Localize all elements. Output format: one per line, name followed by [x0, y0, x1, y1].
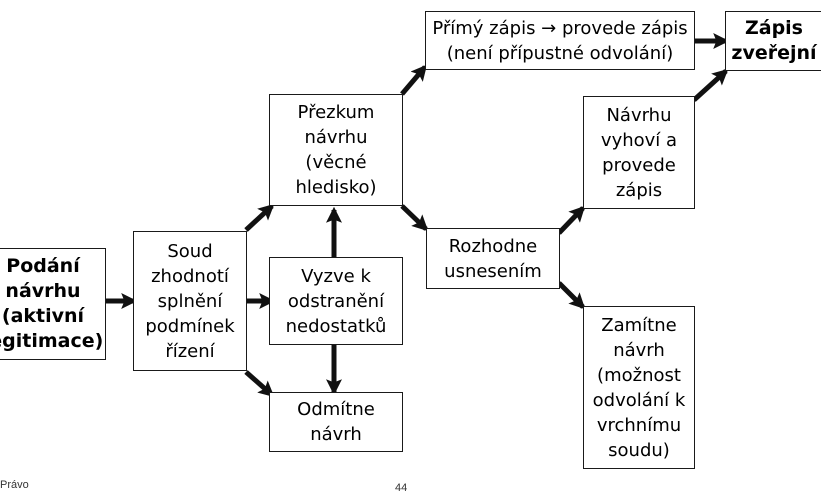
arrow-rozhodne-to-vyhovi: [557, 205, 586, 235]
arrow-vyhovi-to-zapis: [692, 68, 729, 102]
arrow-rozhodne-to-zamitne: [557, 281, 586, 310]
node-soud-zhodnoti: Soud zhodnotí splnění podmínek řízení: [133, 231, 247, 371]
node-vyzve-k-odstraneni: Vyzve k odstranění nedostatků: [269, 257, 403, 345]
node-zapis-zverejni: Zápis zveřejní: [725, 11, 821, 71]
node-prezkum-navrhu: Přezkum návrhu (věcné hledisko): [269, 94, 403, 206]
arrow-soud-to-prezkum: [244, 203, 275, 232]
node-primy-zapis: Přímý zápis → provede zápis (není přípus…: [425, 11, 695, 70]
node-rozhodne-usnesenim: Rozhodne usnesením: [426, 228, 560, 289]
arrow-prezkum-to-primy: [400, 64, 428, 96]
arrow-prezkum-to-rozhodne: [400, 204, 429, 232]
arrow-soud-to-odmitne: [244, 370, 275, 398]
node-zamitne-navrh: Zamítne návrh (možnost odvolání k vrchní…: [583, 306, 695, 469]
footer-label: Právo: [0, 479, 29, 491]
node-podani-navrhu: Podání návrhu (aktivní legitimace): [0, 248, 106, 360]
page-number: 44: [395, 482, 408, 494]
node-navrhu-vyhovi: Návrhu vyhoví a provede zápis: [583, 96, 695, 209]
node-odmitne-navrh: Odmítne návrh: [269, 392, 403, 452]
